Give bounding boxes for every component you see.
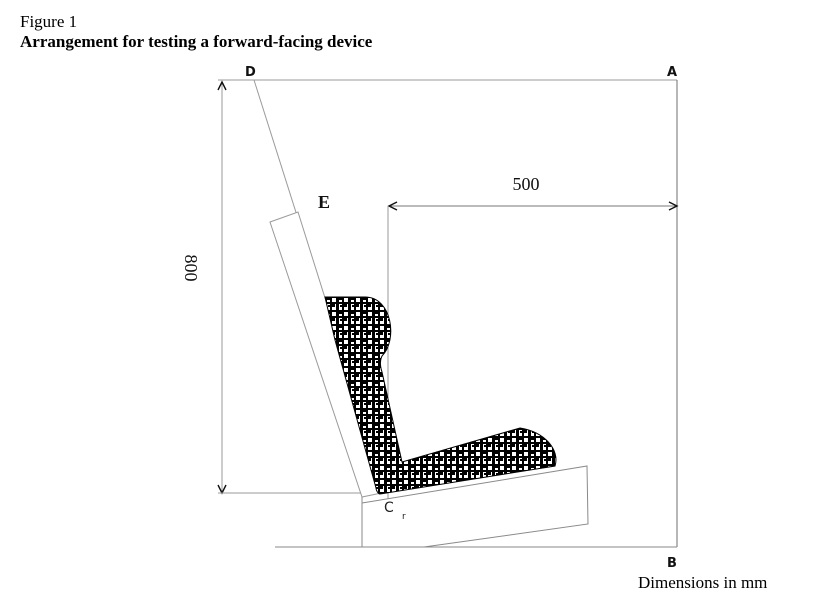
- vertical-dimension-label: 800: [181, 255, 201, 282]
- point-b-label: B: [667, 556, 677, 571]
- point-cr-label: C: [384, 500, 394, 516]
- vertical-dimension: 800: [181, 80, 362, 495]
- point-e-label: E: [318, 192, 330, 212]
- horizontal-dimension-label: 500: [513, 174, 540, 194]
- figure-title: Arrangement for testing a forward-facing…: [20, 32, 373, 51]
- child-restraint-device: [324, 296, 557, 495]
- units-note: Dimensions in mm: [638, 573, 768, 592]
- horizontal-dimension: 500: [387, 174, 679, 500]
- point-cr-subscript: r: [402, 512, 406, 522]
- point-a-label: A: [667, 65, 677, 80]
- figure-number: Figure 1: [20, 12, 78, 31]
- test-frame: [218, 79, 678, 548]
- point-d-label: D: [245, 65, 256, 80]
